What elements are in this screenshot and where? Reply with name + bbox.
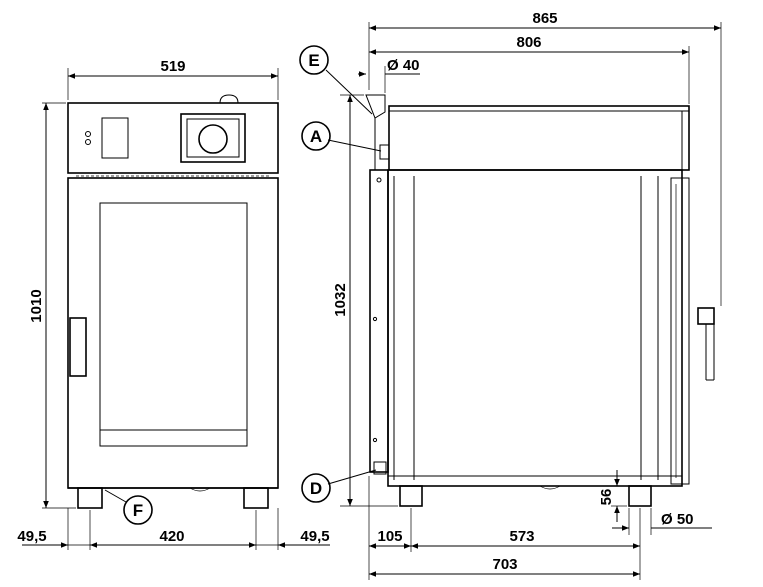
dim-side-depth-bottom: 703 bbox=[492, 556, 517, 573]
side-dimensions: 865 806 Ø 40 1032 56 Ø 50 105 5 bbox=[332, 10, 722, 580]
front-knob-frame-inner bbox=[186, 118, 240, 158]
dim-front-height: 1010 bbox=[28, 289, 45, 322]
front-right-foot bbox=[243, 487, 269, 509]
front-indicator-top bbox=[85, 131, 91, 137]
front-knob bbox=[198, 124, 228, 154]
dim-body-depth: 806 bbox=[516, 34, 541, 51]
front-dimensions: 519 1010 49,5 420 49,5 bbox=[17, 58, 330, 550]
side-view bbox=[365, 94, 715, 507]
dim-pipe-diameter: Ø 40 bbox=[387, 57, 420, 74]
dim-leg-distance: 573 bbox=[509, 528, 534, 545]
callout-e-label: E bbox=[308, 51, 319, 70]
front-control-panel bbox=[67, 102, 279, 174]
callout-d-circle bbox=[301, 473, 331, 503]
front-indicator-bottom bbox=[85, 139, 91, 145]
side-rear-handle bbox=[697, 307, 715, 325]
dim-leg-diameter: Ø 50 bbox=[661, 511, 694, 528]
front-top-vent bbox=[219, 94, 239, 104]
callout-f-label: F bbox=[133, 501, 143, 520]
side-drain-d bbox=[373, 461, 387, 475]
side-exhaust-pipe bbox=[365, 94, 386, 119]
dim-right-margin: 49,5 bbox=[300, 528, 329, 545]
side-front-foot bbox=[399, 485, 423, 507]
callout-f: F bbox=[104, 489, 153, 525]
front-knob-frame-outer bbox=[180, 113, 246, 163]
front-door-glass bbox=[99, 202, 248, 447]
side-top-panel bbox=[388, 105, 690, 171]
callout-e-circle bbox=[299, 45, 329, 75]
dim-total-depth: 865 bbox=[532, 10, 557, 27]
callout-f-circle bbox=[123, 495, 153, 525]
dim-leg-span: 420 bbox=[159, 528, 184, 545]
front-left-foot bbox=[77, 487, 103, 509]
front-door-handle bbox=[69, 317, 87, 377]
front-view bbox=[67, 94, 279, 509]
callout-e: E bbox=[299, 45, 373, 115]
side-rear-foot bbox=[628, 485, 652, 507]
dim-leg-height: 56 bbox=[598, 489, 615, 506]
callout-d-label: D bbox=[310, 479, 322, 498]
side-main-body bbox=[387, 169, 683, 487]
side-door-slab bbox=[369, 169, 389, 473]
callout-d: D bbox=[301, 469, 377, 503]
callout-a-circle bbox=[301, 121, 331, 151]
dim-front-offset: 105 bbox=[377, 528, 402, 545]
side-rear-door bbox=[670, 177, 690, 485]
front-control-screen bbox=[101, 117, 129, 159]
side-connector-a bbox=[379, 144, 390, 160]
callout-a: A bbox=[301, 121, 382, 152]
dim-side-height: 1032 bbox=[332, 283, 349, 316]
dim-left-margin: 49,5 bbox=[17, 528, 46, 545]
callout-a-label: A bbox=[310, 127, 322, 146]
dim-front-width: 519 bbox=[160, 58, 185, 75]
